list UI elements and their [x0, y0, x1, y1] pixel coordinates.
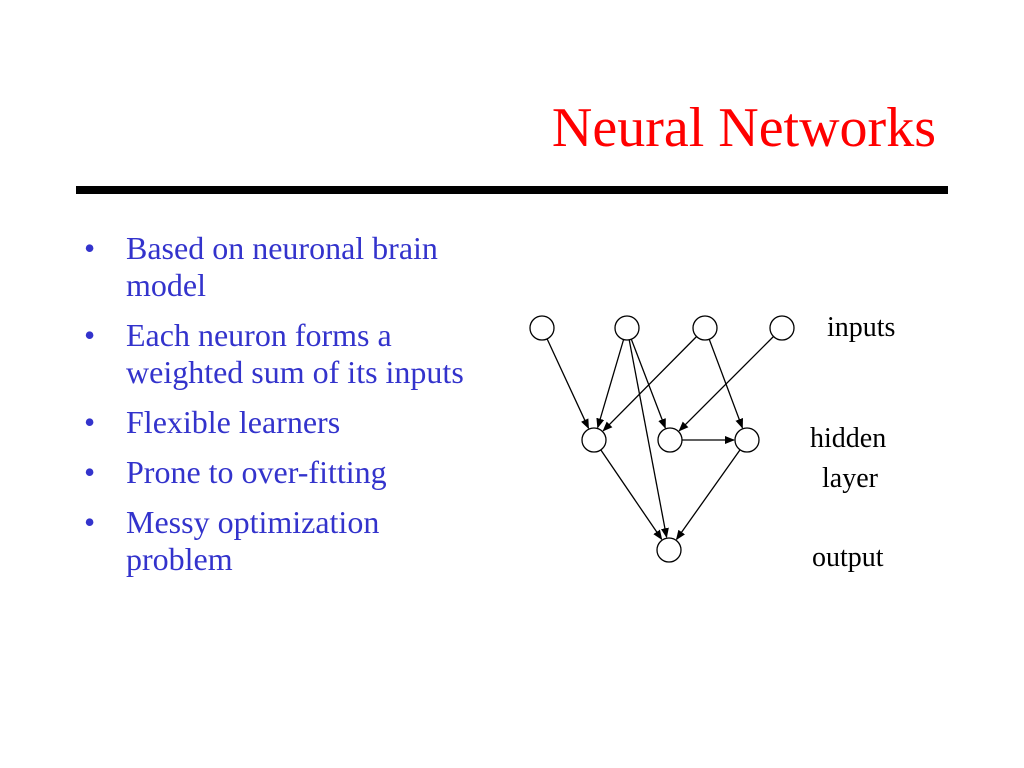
bullet-item: • Prone to over-fitting: [84, 454, 474, 491]
hidden-node-h2: [657, 427, 683, 453]
edge-h3-o1: [675, 449, 741, 541]
output-label: output: [812, 542, 884, 573]
edge-h1-o1: [600, 449, 663, 541]
bullet-text: Messy optimization problem: [126, 504, 380, 577]
edge-i2-o1: [628, 339, 669, 539]
inputs-label: inputs: [827, 312, 895, 343]
input-node-i3: [692, 315, 718, 341]
edge-i4-h2: [678, 336, 774, 432]
bullet-dot-icon: •: [84, 230, 96, 266]
input-node-i4: [769, 315, 795, 341]
bullet-item: • Based on neuronal brain model: [84, 230, 474, 304]
edge-i3-h1: [602, 336, 698, 432]
bullet-text: Based on neuronal brain model: [126, 230, 438, 303]
title-divider: [76, 186, 948, 194]
input-node-i2: [614, 315, 640, 341]
neural-network-diagram: inputs hidden layer output: [529, 312, 895, 573]
edge-i2-h2: [630, 338, 666, 429]
hidden-node-h3: [734, 427, 760, 453]
bullet-list: • Based on neuronal brain model • Each neu…: [84, 230, 474, 591]
bullet-item: • Flexible learners: [84, 404, 474, 441]
hidden-layer-label-line2: layer: [822, 463, 879, 494]
edge-i1-h1: [546, 338, 590, 430]
bullet-item: • Messy optimization problem: [84, 504, 474, 578]
output-node-o1: [656, 537, 682, 563]
input-node-i1: [529, 315, 555, 341]
bullet-text: Flexible learners: [126, 404, 341, 440]
bullet-dot-icon: •: [84, 317, 96, 353]
slide-title: Neural Networks: [551, 97, 936, 159]
bullet-item: • Each neuron forms a weighted sum of its…: [84, 317, 474, 391]
bullet-dot-icon: •: [84, 504, 96, 540]
bullet-dot-icon: •: [84, 404, 96, 440]
bullet-dot-icon: •: [84, 454, 96, 490]
edge-i2-h1: [596, 339, 625, 429]
nodes-group: [529, 315, 795, 563]
bullet-text: Each neuron forms a weighted sum of its …: [126, 317, 464, 390]
hidden-node-h1: [581, 427, 607, 453]
bullet-text: Prone to over-fitting: [126, 454, 387, 490]
hidden-layer-label-line1: hidden: [810, 423, 886, 454]
edges-group: [546, 336, 774, 541]
